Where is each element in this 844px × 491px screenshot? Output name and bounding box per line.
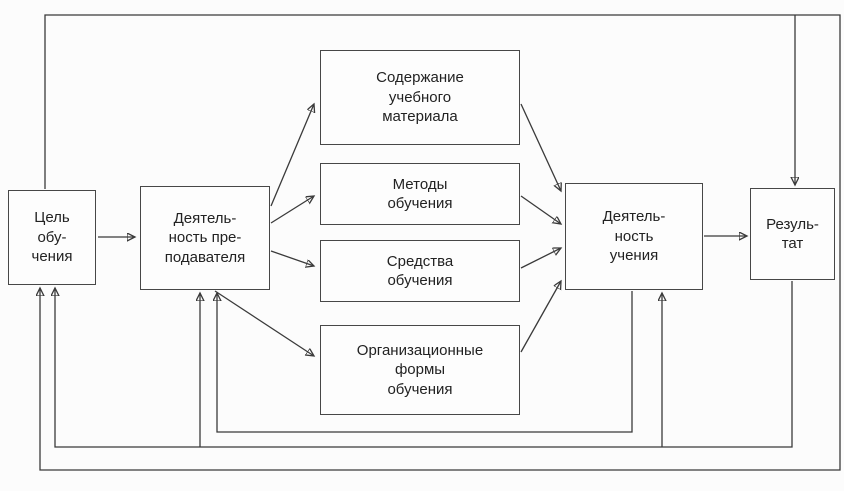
- node-goal-label-line: Цель: [34, 209, 70, 227]
- node-content-label-line: учебного: [388, 88, 452, 106]
- node-org-forms-label-line: Организационные: [356, 341, 484, 359]
- edge-teacher-to-forms: [214, 290, 314, 356]
- node-learning-label-line: учения: [609, 247, 659, 265]
- node-learning-label-line: Деятель-: [602, 208, 666, 226]
- edge-content-to-learning: [520, 103, 561, 191]
- node-org-forms-label-line: формы: [394, 361, 446, 379]
- edge-teacher-to-methods: [270, 196, 314, 224]
- node-org-forms: Организационные формы обучения: [320, 325, 520, 415]
- node-teacher-label-line: подавателя: [164, 248, 246, 266]
- edge-teacher-to-means: [270, 250, 314, 266]
- node-org-forms-label-line: обучения: [387, 380, 453, 398]
- edge-outer-loop: [40, 14, 841, 471]
- node-teacher-activity: Деятель- ность пре- подавателя: [140, 186, 270, 290]
- edge-methods-to-learning: [520, 195, 561, 224]
- node-methods-label-line: Методы: [392, 175, 448, 193]
- node-result-label-line: Резуль-: [766, 215, 819, 233]
- node-teacher-label-line: ность пре-: [168, 229, 242, 247]
- node-means: Средства обучения: [320, 240, 520, 302]
- node-means-label-line: Средства: [386, 252, 454, 270]
- node-goal-label-line: чения: [31, 248, 73, 266]
- node-content-label-line: Содержание: [376, 69, 464, 87]
- node-learning-activity: Деятель- ность учения: [565, 183, 703, 290]
- edge-teacher-to-content: [270, 104, 314, 207]
- node-goal-label-line: обу-: [37, 228, 67, 246]
- node-content-label-line: материала: [382, 108, 458, 126]
- node-means-label-line: обучения: [387, 272, 453, 289]
- edge-means-to-learning: [520, 248, 561, 269]
- node-result-label-line: тат: [781, 235, 804, 252]
- edge-result-to-goal-feedback: [55, 281, 793, 448]
- node-goal: Цель обу- чения: [8, 190, 96, 285]
- node-teacher-label-line: Деятель-: [173, 209, 237, 227]
- node-methods-label-line: обучения: [387, 195, 453, 212]
- node-result: Резуль- тат: [750, 188, 835, 280]
- edge-forms-to-learning: [520, 281, 561, 353]
- node-learning-label-line: ность: [614, 227, 654, 245]
- edge-learning-to-teacher-feedback: [217, 291, 633, 433]
- node-content: Содержание учебного материала: [320, 50, 520, 145]
- node-methods: Методы обучения: [320, 163, 520, 225]
